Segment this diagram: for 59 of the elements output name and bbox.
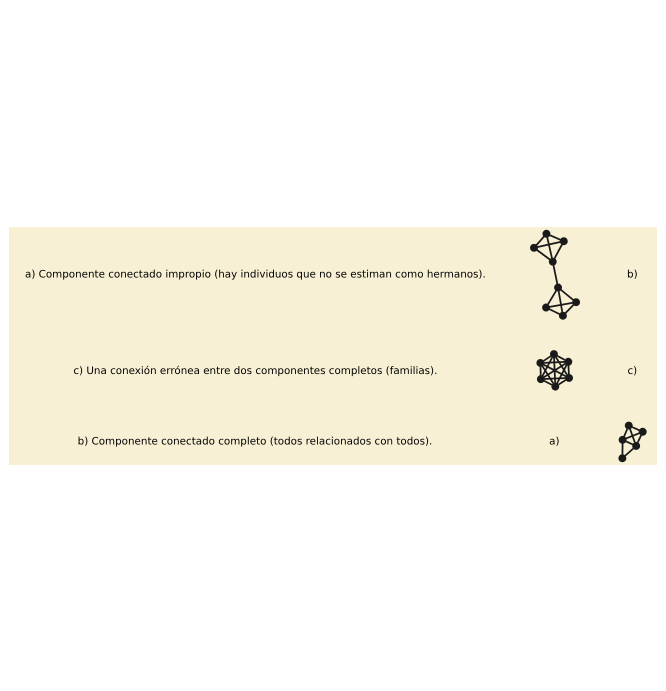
node-circle <box>536 374 545 383</box>
label: b) <box>627 268 638 280</box>
connector <box>543 354 552 362</box>
node-circle <box>618 435 627 444</box>
label: c) <box>627 364 638 376</box>
connector <box>553 357 556 382</box>
label: c) Una conexión errónea entre dos componentes completos (familias). <box>73 364 438 376</box>
connector <box>542 365 554 384</box>
node-circle <box>530 243 538 252</box>
node-circle <box>564 357 572 366</box>
connector <box>564 304 574 314</box>
connector <box>544 360 565 364</box>
connector <box>544 380 552 386</box>
node-circle <box>536 358 544 366</box>
node-circle <box>554 283 562 292</box>
connector <box>632 426 640 431</box>
node-circle <box>565 373 574 382</box>
node-circle <box>618 454 626 462</box>
connector <box>546 236 553 258</box>
connector <box>624 447 634 456</box>
node-circle <box>551 382 560 390</box>
connector <box>560 288 574 300</box>
connector <box>556 364 568 384</box>
connector <box>540 366 542 375</box>
connector <box>542 356 553 376</box>
node-circle <box>624 421 633 430</box>
connector <box>558 290 564 312</box>
node-circle <box>638 427 647 436</box>
label: a) <box>549 435 560 448</box>
connector <box>544 376 566 380</box>
connector <box>555 356 568 375</box>
connector <box>536 235 545 246</box>
connector <box>537 240 560 248</box>
connector <box>556 354 566 360</box>
connector <box>629 428 636 442</box>
node-circle <box>572 298 580 306</box>
connector <box>623 428 628 436</box>
node-circle <box>632 441 640 450</box>
connector <box>626 440 634 445</box>
node-circle <box>542 229 550 238</box>
connector <box>626 432 640 439</box>
label: a) Componente conectado impropio (hay individuos que no se estiman como hermanos). <box>25 268 486 280</box>
connector <box>568 364 570 374</box>
node-circle <box>550 350 558 358</box>
connector <box>552 264 558 284</box>
connector <box>548 308 560 314</box>
node-circle <box>560 236 568 245</box>
connector <box>636 434 642 443</box>
label: b) Componente conectado completo (todos relacionados con todos). <box>78 435 432 448</box>
node-circle <box>558 311 567 320</box>
connector <box>554 244 563 258</box>
connector <box>550 302 573 308</box>
node-circle <box>542 303 550 312</box>
connector <box>549 234 561 240</box>
connector <box>536 248 550 260</box>
connector <box>622 442 624 454</box>
connector <box>547 290 557 304</box>
node-circle <box>548 257 557 266</box>
connector <box>558 378 566 385</box>
